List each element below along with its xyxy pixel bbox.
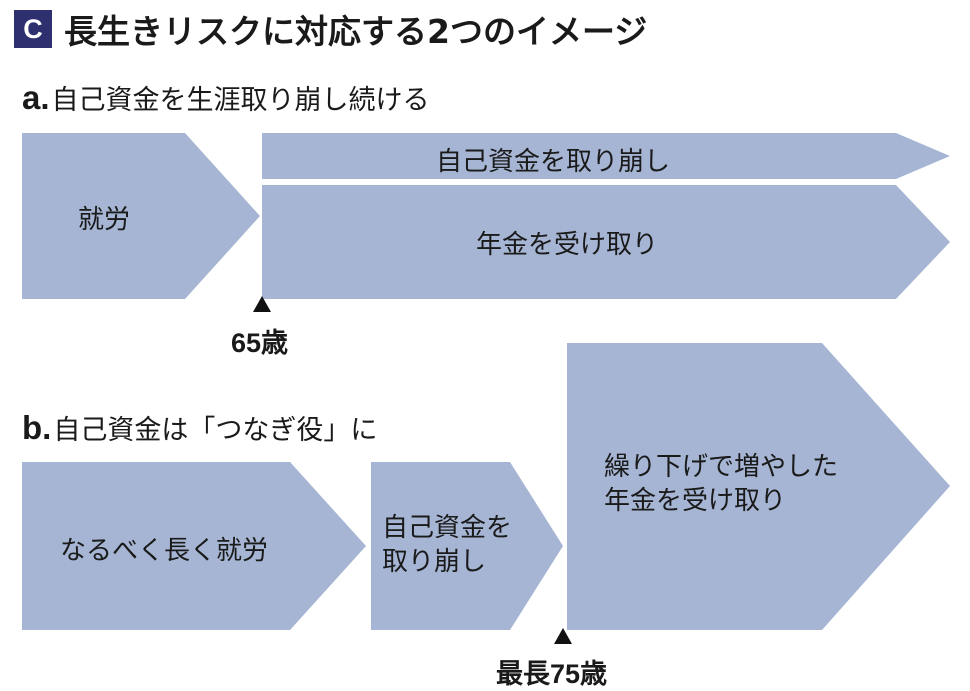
section-a-heading: a. 自己資金を生涯取り崩し続ける [22, 78, 430, 117]
b-pension-label-line2: 年金を受け取り [604, 486, 787, 516]
section-b-title: 自己資金は「つなぎ役」に [53, 415, 378, 446]
a-withdraw-label: 自己資金を取り崩し [436, 147, 671, 177]
a-pension-label: 年金を受け取り [476, 230, 659, 260]
section-a-title: 自己資金を生涯取り崩し続ける [51, 85, 430, 116]
b-work-label: なるべく長く就労 [60, 536, 269, 566]
a-work-label: 就労 [78, 205, 131, 235]
section-b-letter: b. [22, 409, 52, 446]
b-withdraw-label: 自己資金を 取り崩し [382, 511, 512, 579]
a-age-marker-icon [253, 296, 271, 312]
section-b-heading: b. 自己資金は「つなぎ役」に [22, 408, 377, 447]
b-pension-label-line1: 繰り下げで増やした [604, 452, 839, 482]
section-badge: C [14, 10, 52, 48]
section-a-letter: a. [22, 79, 50, 116]
b-pension-arrow [567, 343, 950, 630]
b-pension-label: 繰り下げで増やした 年金を受け取り [604, 450, 838, 518]
a-pension-arrow [262, 185, 950, 299]
b-withdraw-label-line1: 自己資金を [382, 513, 513, 543]
b-work-arrow [22, 462, 366, 630]
a-age-marker-label: 65歳 [231, 328, 289, 358]
b-age-marker-label: 最長75歳 [496, 659, 608, 689]
page-title: 長生きリスクに対応する2つのイメージ [64, 12, 648, 51]
a-work-arrow [22, 133, 260, 299]
header: C 長生きリスクに対応する2つのイメージ [14, 7, 647, 51]
b-age-marker-icon [554, 628, 572, 644]
b-withdraw-arrow [371, 462, 563, 630]
b-withdraw-label-line2: 取り崩し [382, 547, 487, 577]
a-withdraw-arrow [262, 133, 950, 179]
